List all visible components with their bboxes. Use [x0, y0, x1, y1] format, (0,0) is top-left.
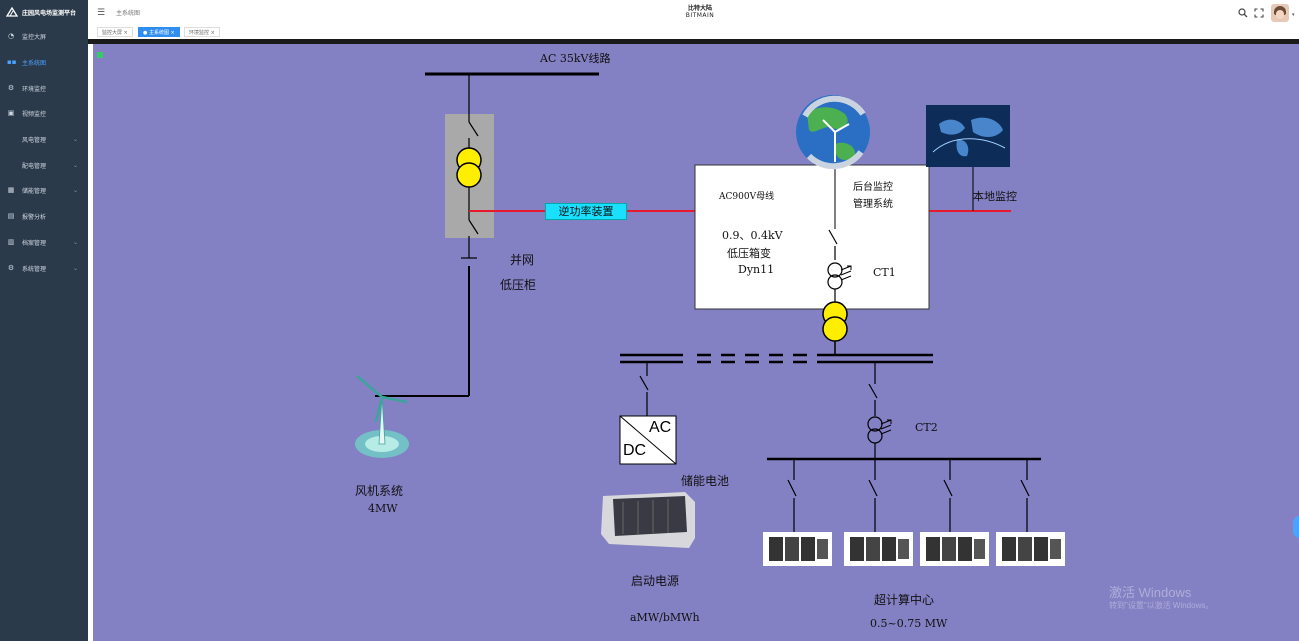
box-transformer: [694, 164, 930, 310]
sidebar-item-environment[interactable]: ⚙ 环境监控: [0, 78, 88, 98]
chevron-down-icon: ⌄: [72, 186, 78, 194]
server-rack-icon: [996, 532, 1065, 566]
tab-monitor-screen[interactable]: 监控大屏 ×: [97, 27, 133, 37]
sidebar: 庄园风电场监测平台 ◔ 监控大屏 ▪▪ 主系统图 ⚙ 环境监控 ▣ 视频监控 风…: [0, 0, 88, 641]
side-drawer-toggle[interactable]: [1293, 516, 1299, 538]
sidebar-item-label: 监控大屏: [22, 33, 47, 41]
ac-35kv-label: AC 35kV线路: [540, 52, 611, 65]
chevron-down-icon: ⌄: [72, 161, 78, 169]
battery-icon: ▦: [7, 186, 15, 194]
gauge-icon: ◔: [7, 32, 15, 40]
canvas-top-border: [88, 39, 1299, 44]
start-power-capacity: aMW/bMWh: [630, 611, 700, 624]
dc-label: DC: [623, 442, 647, 459]
grid-cabinet-label-1: 并网: [510, 253, 535, 267]
app-brand[interactable]: 庄园风电场监测平台: [0, 0, 88, 24]
tab-main-diagram[interactable]: ● 主系统图 ×: [138, 27, 180, 37]
server-rack-icon: [844, 532, 913, 566]
local-monitor-label: 本地监控: [973, 190, 1017, 203]
brand-logo: 比特大陆 BITMAIN: [682, 5, 718, 19]
chevron-down-icon: ⌄: [72, 238, 78, 246]
search-icon[interactable]: [1238, 8, 1248, 18]
sidebar-item-label: 主系统图: [22, 59, 47, 67]
switch-icon: [868, 383, 878, 399]
sidebar-item-distribution[interactable]: 配电管理 ⌄: [0, 155, 88, 175]
wind-turbine-icon: [355, 375, 409, 458]
tabs-bar: 监控大屏 × ● 主系统图 × 环境监控 ×: [88, 26, 1299, 40]
ac900v-bus-label: AC900V母线: [719, 192, 775, 202]
tab-label: 监控大屏: [102, 30, 123, 36]
box-transformer-name: 低压箱变: [727, 247, 771, 260]
sidebar-item-label: 配电管理: [22, 162, 47, 170]
avatar[interactable]: [1271, 4, 1289, 22]
backend-label-1: 后台监控: [853, 182, 893, 193]
top-bar: ☰ 主系统图 比特大陆 BITMAIN ▾: [88, 0, 1299, 26]
ac-label: AC: [649, 419, 672, 436]
fullscreen-icon[interactable]: [1254, 8, 1264, 18]
sidebar-item-main-diagram[interactable]: ▪▪ 主系统图: [0, 52, 88, 72]
sidebar-item-label: 风电管理: [22, 136, 47, 144]
menu-toggle-icon[interactable]: ☰: [97, 8, 106, 18]
sidebar-item-label: 系统管理: [22, 265, 47, 273]
switch-icon: [468, 121, 479, 137]
chevron-down-icon: ⌄: [72, 135, 78, 143]
app-title: 庄园风电场监测平台: [22, 9, 77, 17]
tab-label: 主系统图: [148, 30, 169, 36]
sidebar-item-video[interactable]: ▣ 视频监控: [0, 103, 88, 123]
diagram-wiring: [97, 52, 1065, 566]
windows-watermark-text: 转到"设置"以激活 Windows。: [1109, 601, 1214, 610]
sidebar-item-monitor-screen[interactable]: ◔ 监控大屏: [0, 26, 88, 46]
sidebar-item-label: 报警分析: [22, 213, 47, 221]
diagram-icon: ▪▪: [7, 58, 17, 66]
gear-icon: ⚙: [7, 84, 15, 92]
start-power-label: 启动电源: [631, 574, 680, 588]
switch-icon: [468, 219, 479, 235]
brand-logo-en: BITMAIN: [685, 12, 715, 19]
grid-cabinet-label-2: 低压柜: [500, 278, 537, 292]
start-power-unit-icon: [601, 492, 695, 548]
sidebar-item-alarm[interactable]: ▤ 报警分析: [0, 206, 88, 226]
wind-system-label: 风机系统: [355, 484, 404, 498]
server-rack-icon: [920, 532, 989, 566]
sidebar-item-label: 视频监控: [22, 110, 47, 118]
ac900v-double-bus: [620, 353, 933, 364]
video-icon: ▣: [7, 109, 15, 117]
app-logo-icon: [6, 6, 18, 17]
supercomputer-label: 超计算中心: [874, 593, 935, 607]
tab-environment[interactable]: 环境监控 ×: [184, 27, 220, 37]
switch-icon: [828, 229, 838, 245]
settings-icon: ⚙: [7, 264, 15, 272]
sidebar-item-wind[interactable]: 风电管理 ⌄: [0, 129, 88, 149]
ct1-label: CT1: [873, 266, 896, 279]
sidebar-item-storage[interactable]: ▦ 储能管理 ⌄: [0, 180, 88, 200]
status-marker: [97, 52, 103, 58]
windows-watermark-title: 激活 Windows: [1109, 585, 1192, 600]
switch-icon: [639, 375, 649, 391]
breadcrumb: 主系统图: [116, 10, 141, 17]
sidebar-item-archive[interactable]: ▥ 档案管理 ⌄: [0, 232, 88, 252]
globe-icon: [796, 95, 870, 170]
box-transformer-vector: Dyn11: [738, 263, 775, 276]
brand-logo-cn: 比特大陆: [687, 5, 712, 12]
single-line-diagram: AC 35kV线路 逆功率装置 并网 低压柜 AC900V母线 后台监控 管理系…: [93, 44, 1299, 641]
backend-label-2: 管理系统: [853, 199, 893, 210]
sidebar-item-label: 档案管理: [22, 239, 47, 247]
storage-battery-label: 储能电池: [681, 474, 730, 488]
sidebar-item-system[interactable]: ⚙ 系统管理 ⌄: [0, 258, 88, 278]
wind-system-capacity: 4MW: [368, 502, 398, 515]
caret-down-icon[interactable]: ▾: [1292, 12, 1295, 18]
archive-icon: ▥: [7, 238, 15, 246]
chevron-down-icon: ⌄: [72, 264, 78, 272]
world-map-icon: [926, 105, 1010, 167]
box-transformer-voltage: 0.9、0.4kV: [722, 229, 783, 242]
datacenter-feeders: [787, 459, 1030, 532]
sidebar-item-label: 环境监控: [22, 85, 47, 93]
reverse-power-device[interactable]: 逆功率装置: [545, 203, 627, 220]
sidebar-item-label: 储能管理: [22, 187, 47, 195]
supercomputer-capacity: 0.5~0.75 MW: [870, 617, 948, 630]
ct2-label: CT2: [915, 421, 938, 434]
server-rack-icon: [763, 532, 832, 566]
tab-label: 环境监控: [189, 30, 210, 36]
alarm-icon: ▤: [7, 212, 15, 220]
